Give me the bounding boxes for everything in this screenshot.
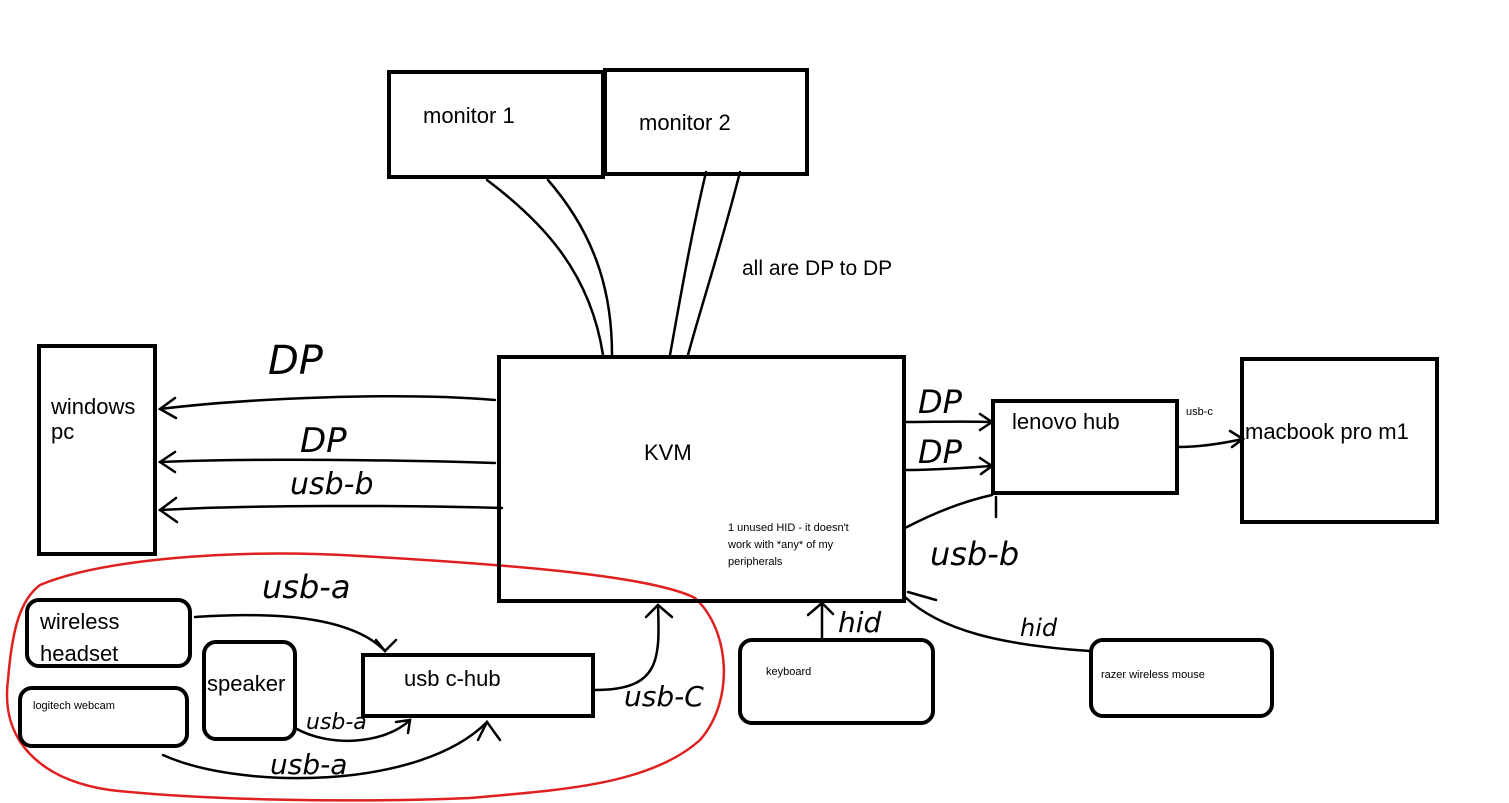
arrow-pc-usbb (157, 496, 179, 524)
lenovo-hub-label: lenovo hub (1012, 409, 1120, 434)
edge-label-usba-speaker: usb-a (306, 710, 367, 735)
cable-monitor2-a (668, 170, 708, 357)
cable-kvm-pc-dp2 (158, 458, 497, 465)
windows-pc-box (37, 344, 157, 556)
edge-label-usba-headset: usb-a (262, 568, 351, 606)
razer-mouse-label: razer wireless mouse (1101, 669, 1205, 681)
monitor-2-box (603, 68, 809, 176)
cable-speaker-hub (293, 718, 412, 743)
dp-note: all are DP to DP (742, 257, 893, 280)
keyboard-label: keyboard (766, 666, 812, 678)
arrow-webcam-hub (476, 719, 502, 742)
peripheral-group-outline (5, 552, 725, 802)
wireless-headset-box (25, 598, 192, 668)
monitor-2-label: monitor 2 (639, 110, 731, 135)
cable-monitor1-b (546, 178, 614, 357)
cable-monitor2-b (686, 170, 742, 357)
macbook-box (1240, 357, 1439, 524)
cable-hub-kvm (593, 603, 660, 692)
cable-webcam-hub (161, 720, 489, 780)
monitor-1-label: monitor 1 (423, 103, 515, 128)
edge-label-dp-pc-2: DP (300, 421, 347, 461)
arrow-pc-dp2 (157, 450, 177, 474)
arrow-headset-hub (374, 638, 398, 653)
edge-label-usbc-kvm: usb-C (624, 680, 704, 713)
windows-pc-label: windows pc (51, 394, 136, 445)
arrow-hub-kvm (644, 603, 674, 619)
hid-note: 1 unused HID - it doesn't work with *any… (728, 522, 849, 569)
cable-headset-hub (193, 613, 387, 653)
wireless-headset-label: wireless headset (40, 609, 120, 666)
logitech-webcam-label: logitech webcam (33, 700, 115, 712)
speaker-box (202, 640, 297, 741)
edge-label-hid-keyboard: hid (838, 606, 882, 639)
kvm-label: KVM (644, 440, 692, 465)
edge-label-dp-hub-1: DP (918, 383, 962, 421)
edge-label-dp-hub-2: DP (918, 433, 962, 471)
arrow-pc-dp1 (157, 396, 178, 420)
usb-c-hub-label: usb c-hub (404, 666, 501, 691)
cable-hub-mac (1176, 437, 1245, 449)
edge-label-hid-mouse: hid (1020, 614, 1058, 642)
macbook-label: macbook pro m1 (1245, 419, 1409, 444)
usb-c-hub-box (361, 653, 595, 718)
cable-kvm-hub-usbb (903, 493, 994, 530)
cable-kvm-mouse (903, 595, 1092, 653)
edge-label-usba-webcam: usb-a (270, 748, 348, 781)
cable-monitor1-a (485, 178, 605, 357)
lenovo-hub-box (991, 399, 1179, 495)
logitech-webcam-box (18, 686, 189, 748)
keyboard-box (738, 638, 935, 725)
edge-label-usbc-mac: usb-c (1186, 406, 1213, 418)
razer-mouse-box (1089, 638, 1274, 718)
cable-kvm-pc-usbb (158, 504, 504, 512)
tick-kvm-mouse (906, 590, 938, 602)
arrow-keyboard (806, 601, 835, 617)
edge-label-usbb-hub: usb-b (930, 535, 1020, 573)
arrow-speaker-hub (394, 718, 412, 735)
speaker-label: speaker (207, 671, 286, 696)
edge-label-dp-pc-1: DP (268, 338, 323, 384)
cable-kvm-hub-dp2 (903, 464, 994, 472)
kvm-box (497, 355, 906, 603)
cable-kvm-pc-dp1 (158, 395, 497, 411)
edge-label-usbb-pc: usb-b (290, 467, 374, 502)
